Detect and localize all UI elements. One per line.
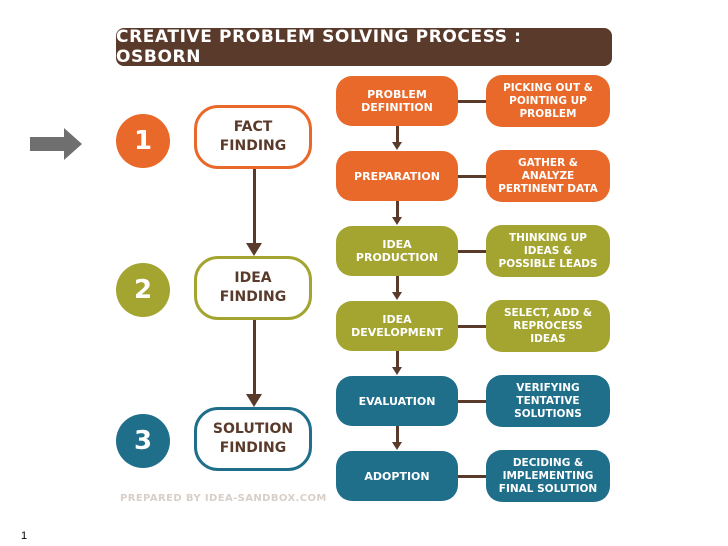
step-arrow-stem-5 <box>396 426 399 442</box>
step-arrow-head-1 <box>392 142 402 150</box>
phase-number-3: 3 <box>116 414 170 468</box>
right-arrow-icon <box>30 128 82 160</box>
step-arrow-head-4 <box>392 367 402 375</box>
step-arrow-head-5 <box>392 442 402 450</box>
step-arrow-head-3 <box>392 292 402 300</box>
result-evaluation: VERIFYING TENTATIVE SOLUTIONS <box>486 375 610 427</box>
step-arrow-stem-1 <box>396 126 399 142</box>
phase-box-idea-finding: IDEA FINDING <box>194 256 312 320</box>
connector-1 <box>458 100 488 103</box>
phase-box-solution-finding: SOLUTION FINDING <box>194 407 312 471</box>
result-problem-definition: PICKING OUT & POINTING UP PROBLEM <box>486 75 610 127</box>
connector-5 <box>458 400 488 403</box>
step-arrow-stem-2 <box>396 201 399 217</box>
phase-arrow-head-2 <box>246 394 262 407</box>
connector-4 <box>458 325 488 328</box>
result-preparation: GATHER & ANALYZE PERTINENT DATA <box>486 150 610 202</box>
phase-number-2: 2 <box>116 263 170 317</box>
step-arrow-stem-4 <box>396 351 399 367</box>
phase-box-fact-finding: FACT FINDING <box>194 105 312 169</box>
step-adoption: ADOPTION <box>336 451 458 501</box>
result-adoption: DECIDING & IMPLEMENTING FINAL SOLUTION <box>486 450 610 502</box>
phase-arrow-stem-2 <box>253 320 256 394</box>
connector-3 <box>458 250 488 253</box>
footer-credit: PREPARED BY IDEA-SANDBOX.COM <box>120 493 327 504</box>
step-idea-production: IDEA PRODUCTION <box>336 226 458 276</box>
step-idea-development: IDEA DEVELOPMENT <box>336 301 458 351</box>
step-problem-definition: PROBLEM DEFINITION <box>336 76 458 126</box>
connector-2 <box>458 175 488 178</box>
step-evaluation: EVALUATION <box>336 376 458 426</box>
step-arrow-stem-3 <box>396 276 399 292</box>
phase-arrow-stem-1 <box>253 169 256 243</box>
result-idea-development: SELECT, ADD & REPROCESS IDEAS <box>486 300 610 352</box>
phase-number-1: 1 <box>116 114 170 168</box>
step-arrow-head-2 <box>392 217 402 225</box>
title-bar: CREATIVE PROBLEM SOLVING PROCESS : OSBOR… <box>116 27 612 67</box>
connector-6 <box>458 475 488 478</box>
slide-number: 1 <box>21 530 28 542</box>
step-preparation: PREPARATION <box>336 151 458 201</box>
diagram-title: CREATIVE PROBLEM SOLVING PROCESS : OSBOR… <box>116 27 522 67</box>
result-idea-production: THINKING UP IDEAS & POSSIBLE LEADS <box>486 225 610 277</box>
phase-arrow-head-1 <box>246 243 262 256</box>
